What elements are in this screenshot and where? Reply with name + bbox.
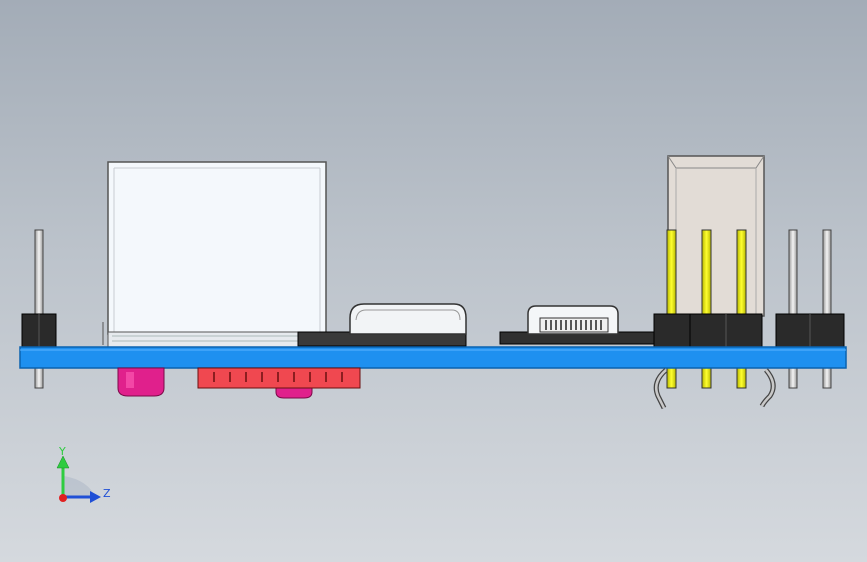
pcb-board	[19, 346, 847, 369]
red-underside-connector	[197, 367, 361, 389]
z-axis-label: Z	[103, 487, 111, 500]
header-pin-1	[666, 229, 677, 389]
right-standoff-pin-2	[822, 229, 832, 389]
z-axis-arrowhead	[90, 491, 101, 503]
beige-connector-housing	[667, 155, 765, 317]
magenta-component-right	[275, 385, 313, 399]
usb-connector	[349, 303, 467, 335]
bent-lead-right	[759, 368, 776, 408]
right-standoff-pin-1	[788, 229, 798, 389]
y-axis-label: Y	[58, 445, 66, 458]
header-block-right	[775, 313, 845, 349]
rf-shield-can	[102, 161, 327, 345]
shield-base-strip	[107, 331, 327, 349]
axis-triad: Y Z	[56, 445, 111, 503]
magenta-component-left	[117, 367, 165, 397]
left-standoff-pin	[34, 229, 44, 389]
x-axis-origin	[59, 494, 67, 502]
bent-lead-left	[653, 368, 668, 410]
triad-plane-shade	[64, 476, 96, 498]
header-pin-3	[736, 229, 747, 389]
header-block-middle	[689, 313, 763, 349]
left-standoff-block	[21, 313, 57, 349]
micro-connector	[499, 305, 683, 345]
header-pin-2	[701, 229, 712, 389]
header-block-left	[653, 313, 691, 349]
y-axis-arrowhead	[56, 455, 70, 469]
